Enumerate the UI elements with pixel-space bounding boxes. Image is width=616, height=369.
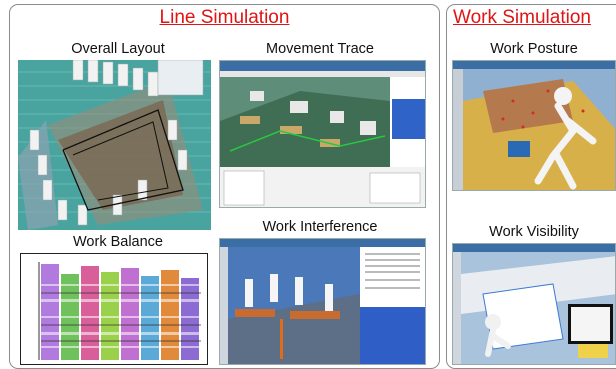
line-simulation-title: Line Simulation (159, 7, 290, 28)
work-interference-caption: Work Interference (262, 219, 378, 235)
work-visibility-image (452, 243, 616, 365)
movement-trace-image (219, 60, 426, 208)
work-balance-image (20, 253, 208, 365)
overall-layout-caption: Overall Layout (71, 41, 165, 57)
work-posture-caption: Work Posture (490, 41, 578, 57)
work-interference-image (219, 238, 426, 365)
work-visibility-caption: Work Visibility (489, 224, 579, 240)
work-simulation-title: Work Simulation (453, 7, 591, 28)
overall-layout-image (18, 60, 211, 230)
movement-trace-caption: Movement Trace (266, 41, 374, 57)
work-posture-image (452, 60, 616, 191)
work-balance-caption: Work Balance (73, 234, 163, 250)
